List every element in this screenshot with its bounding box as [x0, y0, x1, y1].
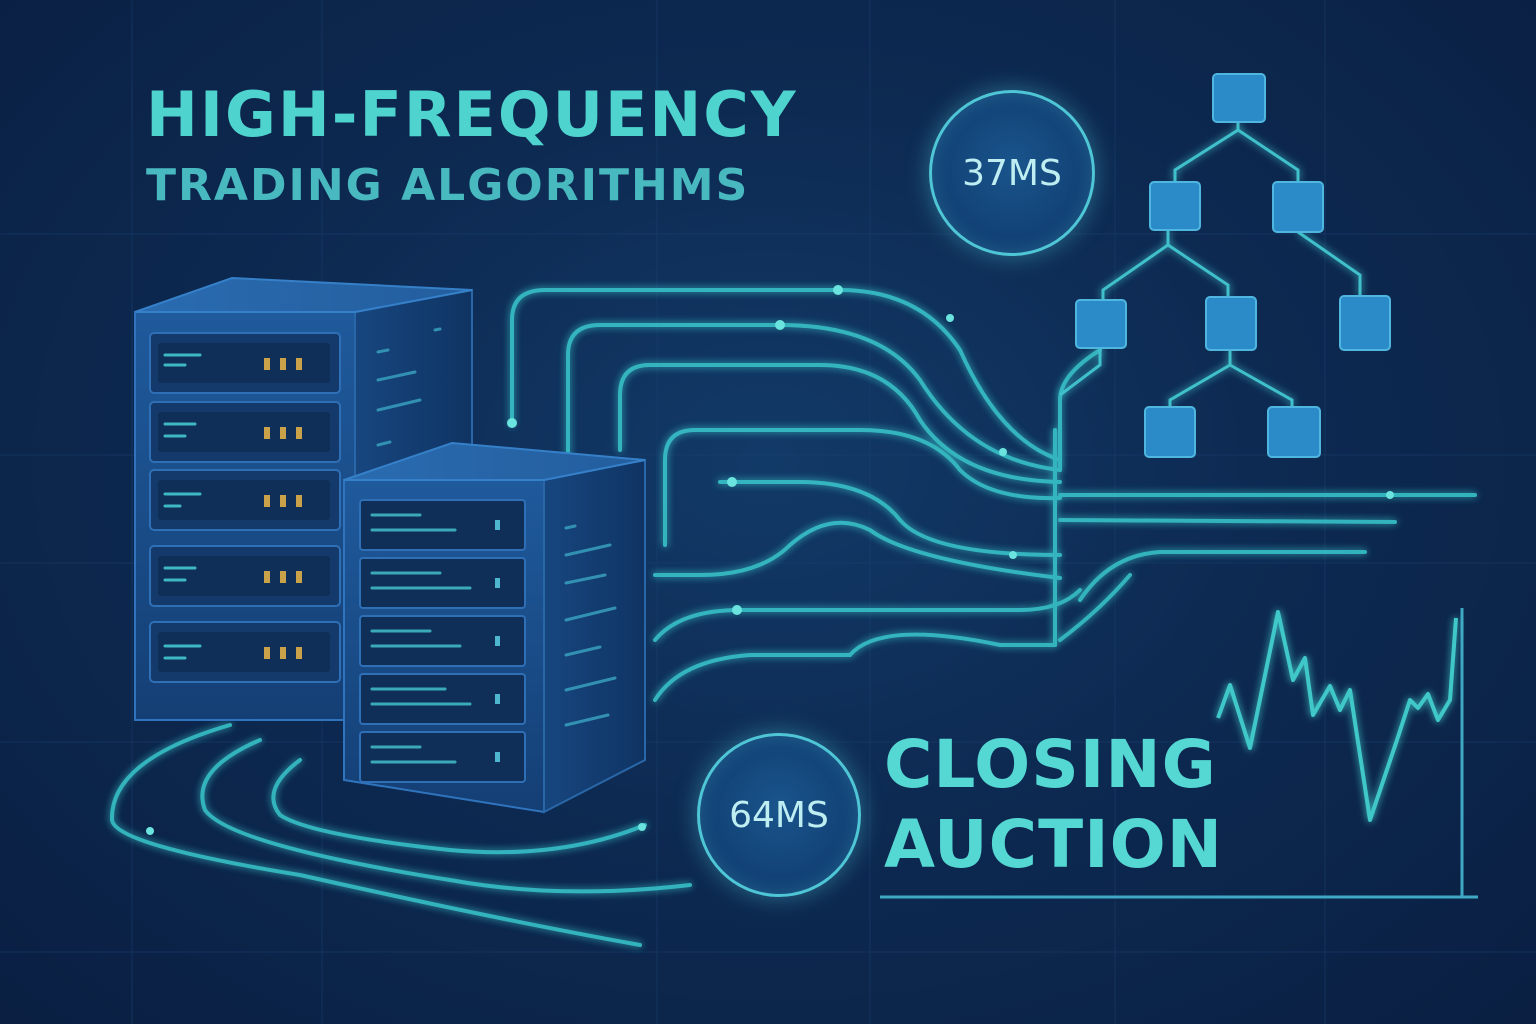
- price-chart-icon: [880, 608, 1478, 899]
- tree-node: [1267, 406, 1321, 458]
- flow-line: [200, 738, 692, 894]
- decision-tree-icon: [1059, 73, 1391, 458]
- tree-node: [1075, 299, 1127, 349]
- closing-auction-line-1: CLOSING: [884, 726, 1217, 803]
- latency-value: 37MS: [962, 152, 1062, 194]
- flow-line: [663, 428, 1062, 547]
- server-rack-icon: [343, 441, 646, 814]
- flow-line: [618, 363, 1062, 484]
- headline-line-2: TRADING ALGORITHMS: [146, 160, 750, 211]
- flow-line: [653, 632, 1057, 702]
- flow-line: [653, 588, 1082, 642]
- latency-badge-top: 37MS: [929, 90, 1095, 256]
- flow-line: [718, 480, 1062, 557]
- flow-line: [1058, 573, 1132, 642]
- flow-line: [653, 520, 1062, 580]
- tree-node: [1149, 181, 1201, 231]
- flow-line: [1058, 348, 1102, 472]
- flow-line: [510, 288, 1062, 462]
- tree-node: [1212, 73, 1266, 123]
- tree-node: [1272, 181, 1324, 233]
- tree-node: [1339, 295, 1391, 351]
- headline-line-1: HIGH-FREQUENCY: [146, 78, 798, 151]
- flow-line: [566, 323, 1062, 472]
- closing-auction-line-2: AUCTION: [884, 806, 1223, 883]
- flow-line: [271, 758, 647, 855]
- latency-badge-bottom: 64MS: [697, 733, 861, 897]
- flow-line: [1058, 518, 1397, 524]
- flow-node-dots: [146, 285, 1394, 835]
- flow-line: [109, 723, 642, 947]
- tree-node: [1205, 296, 1257, 351]
- tree-node: [1144, 406, 1196, 458]
- latency-value: 64MS: [729, 794, 829, 836]
- flow-line: [1078, 550, 1367, 602]
